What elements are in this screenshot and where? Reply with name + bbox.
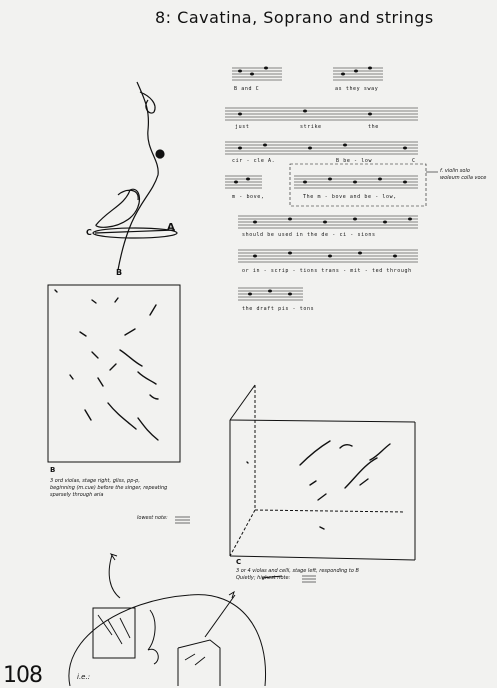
lyric-line: strike xyxy=(300,124,322,130)
lyric-line: The m - bove and be - low, xyxy=(303,194,397,200)
lyric-line: B and C xyxy=(234,86,260,92)
panel-b-description: 3 ord violas, stage right, gliss, pp-p, … xyxy=(50,478,168,498)
diagram-label-c: C xyxy=(86,228,92,237)
lyric-line: cir - cle xyxy=(232,158,265,164)
page-title: 8: Cavatina, Soprano and strings xyxy=(155,8,434,27)
panel-b-label: B xyxy=(50,466,56,474)
panel-b-lowest-note: lowest note: xyxy=(137,515,168,521)
diagram-label-a: A xyxy=(167,222,175,233)
page-number: 108 xyxy=(3,663,43,688)
lyric-line: A. xyxy=(268,158,276,164)
diagram-label-b: B xyxy=(116,268,123,277)
lyric-line: m - bove, xyxy=(232,194,265,200)
lyric-line: the draft pis - tons xyxy=(242,306,315,312)
lyric-line: as they sway xyxy=(335,86,379,92)
lyric-line: or in - scrip - tions trans - mit - ted … xyxy=(242,268,412,274)
lyric-line: B be - low xyxy=(336,158,373,164)
lyric-line: C xyxy=(412,158,416,164)
panel-c-description: 3 or 4 violas and celli, stage left, res… xyxy=(236,568,359,581)
lyric-line: should be used in the de - ci - sions xyxy=(242,232,376,238)
violin-solo-note: f. violin solo woleum colla voce xyxy=(440,168,487,181)
lyric-line: just xyxy=(235,124,250,130)
panel-c-label: C xyxy=(236,558,242,566)
ie-label: i.e.: xyxy=(77,673,91,681)
lyric-line: the xyxy=(368,124,379,130)
